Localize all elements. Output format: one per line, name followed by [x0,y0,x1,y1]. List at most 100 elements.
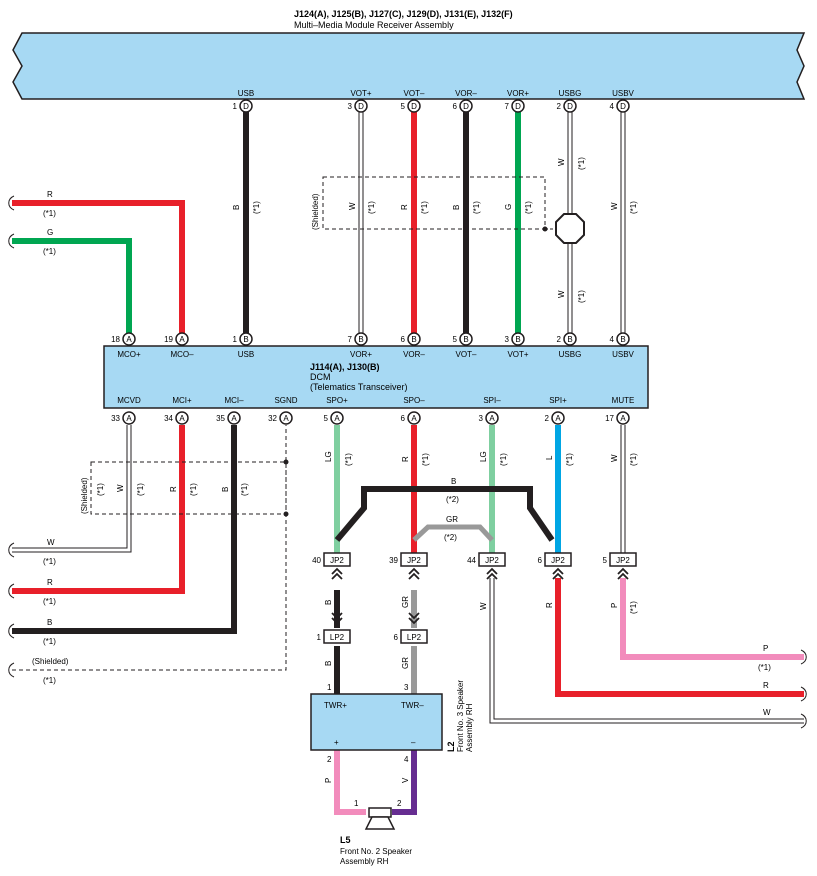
note-spom: (*1) [421,453,430,466]
receiver-pin-usbv-circle [616,99,630,113]
dcm-bottom-pin-num: 3 [479,414,484,423]
label-mcip-r: R [169,486,178,492]
l5-name-line2: Assembly RH [340,857,389,866]
receiver-pin-usbv-num: 4 [610,102,615,111]
note-usbg-1: (*1) [577,157,586,170]
dcm-bottom-pin-num: 35 [216,414,225,423]
jp2-label: JP2 [485,556,499,565]
shield-label-top: (Shielded) [311,193,320,230]
connector-chevron-icon [617,567,629,580]
jp2-box [609,552,637,567]
label-right-r: R [763,681,769,690]
receiver-pin-vor--num: 7 [505,102,510,111]
jp2-label: JP2 [407,556,421,565]
shield-ground-dot [542,226,548,232]
dcm-top-pin-conn: B [620,335,625,344]
dcm-top-pin-circle [459,332,473,346]
receiver-pin-vot--circle [407,99,421,113]
receiver-pin-vor--circle [459,99,473,113]
wire-jumper-black [334,486,555,542]
label-jp2-6-r: R [545,602,554,608]
dcm-top-pin-circle [563,332,577,346]
note-left-r-top: (*1) [43,209,56,218]
receiver-module-box [12,32,806,100]
dcm-module: J114(A), J130(B) DCM (Telematics Transce… [103,345,649,409]
note-mcvd-1: (*1) [96,483,105,496]
jp2-pin-num: 39 [389,556,398,565]
dcm-bottom-pin-7: SPI+ A2 [545,396,567,425]
dcm-top-pin-name: MCO+ [117,350,141,359]
l5-name-line1: Front No. 2 Speaker [340,847,412,856]
dcm-bottom-pin-num: 34 [164,414,173,423]
label-left-w: W [47,538,55,547]
l2-pin-twr-plus: TWR+ [324,701,347,710]
l2-plus-sign: + [334,738,339,747]
receiver-pin-usbv-name: USBV [612,89,634,98]
lp2-pin-num: 1 [317,633,322,642]
dcm-top-pin-conn: A [179,335,185,344]
receiver-subtitle: Multi–Media Module Receiver Assembly [294,20,454,30]
label-jumper-gr: GR [446,515,458,524]
dcm-bottom-pin-circle [551,411,565,425]
jp2-label: JP2 [330,556,344,565]
receiver-pin-vot--num: 3 [348,102,353,111]
dcm-bottom-pin-circle [279,411,293,425]
dcm-subtitle: (Telematics Transceiver) [310,382,408,392]
receiver-pin-vot--name: VOT+ [350,89,371,98]
wire-mco-minus-red [12,200,185,333]
dcm-bottom-pin-2: MCI–A35 [216,396,244,425]
dcm-bottom-pin-num: 17 [605,414,614,423]
note-votm: (*1) [420,201,429,214]
dcm-bottom-pin-circle [407,411,421,425]
jp2-box [400,552,428,567]
splice-octagon [555,213,585,244]
dcm-top-pin-conn: B [567,335,572,344]
shield-box-top [322,176,546,230]
multimedia-receiver-module: J124(A), J125(B), J127(C), J129(D), J131… [12,9,806,100]
label-usb-b: B [232,205,241,210]
dcm-top-pin-circle [239,332,253,346]
note-jumper-b: (*2) [446,495,459,504]
note-left-w: (*1) [43,557,56,566]
receiver-pin-usbg-conn: D [567,102,573,111]
note-usbv: (*1) [629,201,638,214]
label-usbg-w1: W [557,158,566,166]
receiver-pin-vor--num: 6 [453,102,458,111]
receiver-pin-usb-num: 1 [233,102,238,111]
dcm-bottom-pin-circle [227,411,241,425]
l2-box [310,693,443,751]
dcm-bottom-pin-num: 6 [401,414,406,423]
dcm-bottom-pin-conn: A [555,414,561,423]
receiver-pin-vor--circle [511,99,525,113]
connector-chevron-icon [331,567,343,580]
note-mute: (*1) [629,453,638,466]
lp2-pin-num: 6 [394,633,399,642]
label-left-r-top: R [47,190,53,199]
dcm-bottom-pin-num: 2 [545,414,550,423]
dcm-bottom-pin-circle [485,411,499,425]
l2-pin-num-1: 1 [327,683,332,692]
label-mcvd-w: W [116,484,125,492]
note-spop: (*1) [344,453,353,466]
jp2-connector-39: JP2 39 [389,552,428,580]
dcm-bottom-pin-4: SPO+A5 [324,396,348,425]
dcm-bottom-pin-name: SPO– [403,396,425,405]
l2-id: L2 [446,741,456,752]
dcm-top-pin-circle [511,332,525,346]
label-right-w: W [763,708,771,717]
dcm-top-pin-name: VOR+ [350,350,372,359]
dcm-bottom-pin-name: SPI+ [549,396,567,405]
